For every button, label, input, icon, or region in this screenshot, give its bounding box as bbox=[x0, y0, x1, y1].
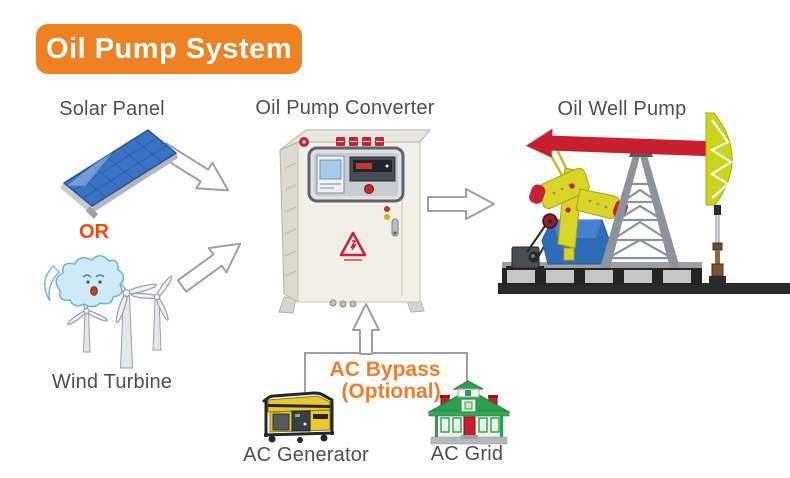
label-ac-generator: AC Generator bbox=[243, 444, 369, 466]
label-ac-bypass-line1: AC Bypass bbox=[329, 358, 441, 381]
wind-cloud-icon bbox=[44, 255, 125, 308]
label-wind-turbine: Wind Turbine bbox=[51, 371, 173, 393]
title-banner: Oil Pump System bbox=[36, 24, 302, 74]
label-or: OR bbox=[79, 221, 109, 243]
brand-logo-icon bbox=[299, 137, 309, 147]
label-oil-well-pump: Oil Well Pump bbox=[557, 98, 687, 120]
label-oil-pump-converter: Oil Pump Converter bbox=[255, 97, 435, 119]
label-ac-grid: AC Grid bbox=[430, 443, 504, 465]
display-window bbox=[307, 146, 405, 203]
converter-cabinet-icon bbox=[278, 129, 432, 314]
ac-grid-house-icon bbox=[427, 380, 511, 445]
door-handle bbox=[384, 206, 399, 237]
pumpjack-beam bbox=[525, 128, 709, 158]
pumpjack-icon bbox=[498, 112, 790, 294]
ac-generator-icon bbox=[262, 391, 335, 443]
arrow-bypass-to-converter-icon bbox=[352, 303, 380, 355]
warning-triangle-icon bbox=[339, 231, 367, 261]
arrow-wind-to-converter-icon bbox=[176, 242, 242, 293]
bypass-bracket-line bbox=[304, 352, 468, 392]
brand-text-marks bbox=[336, 137, 384, 146]
pumpjack-rod bbox=[709, 205, 726, 283]
solar-panel-icon bbox=[60, 130, 178, 219]
page-title: Oil Pump System bbox=[45, 32, 292, 65]
pumpjack-horsehead bbox=[705, 112, 733, 206]
label-solar-panel: Solar Panel bbox=[59, 98, 165, 120]
label-ac-bypass-line2: (Optional) bbox=[341, 380, 441, 403]
arrow-converter-to-pump-icon bbox=[427, 188, 495, 220]
